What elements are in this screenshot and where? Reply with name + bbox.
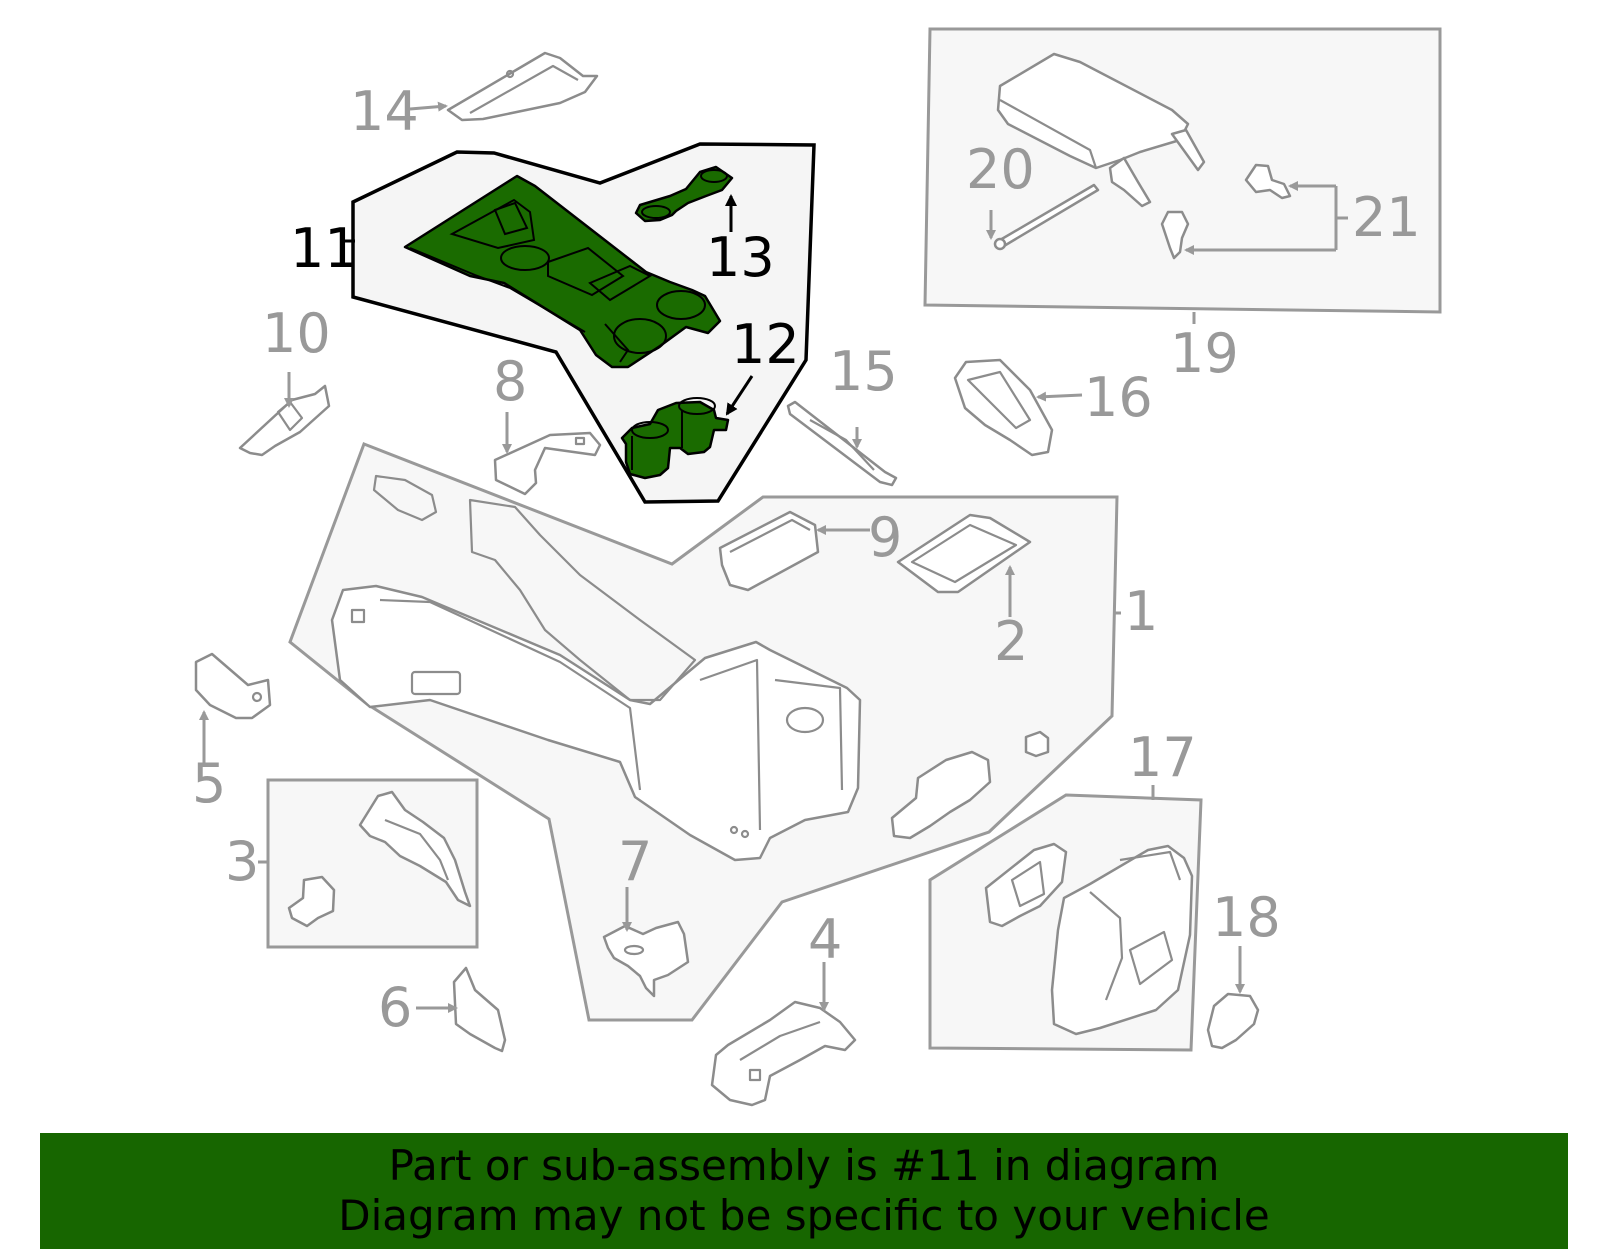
panel-part-6[interactable]	[452, 966, 507, 1053]
banner-line-disclaimer: Diagram may not be specific to your vehi…	[338, 1191, 1270, 1240]
side-trim-part-17[interactable]	[984, 842, 1194, 1036]
bracket-part-5[interactable]	[194, 652, 272, 720]
clip-part-18[interactable]	[1206, 992, 1260, 1050]
callout-12: 12	[731, 313, 800, 376]
cup-holder-mat-part-13[interactable]	[634, 165, 734, 223]
callout-21: 21	[1352, 186, 1421, 249]
info-banner: Part or sub-assembly is #11 in diagram D…	[40, 1133, 1568, 1249]
callout-8: 8	[493, 350, 527, 413]
callout-16: 16	[1084, 366, 1153, 429]
mount-bracket[interactable]	[890, 730, 1050, 840]
callout-14: 14	[350, 80, 419, 143]
console-top-panel-part-11[interactable]	[403, 174, 722, 369]
callout-4: 4	[808, 908, 842, 971]
callout-15: 15	[829, 340, 898, 403]
callout-7: 7	[618, 830, 652, 893]
bracket-part-4[interactable]	[710, 1000, 857, 1107]
callout-13: 13	[706, 226, 775, 289]
callout-9: 9	[868, 506, 902, 569]
callout-17: 17	[1128, 726, 1197, 789]
callout-2: 2	[994, 610, 1028, 673]
mat-part-2[interactable]	[896, 513, 1032, 594]
bracket-part-10[interactable]	[238, 384, 331, 457]
callout-5: 5	[192, 752, 226, 815]
callout-6: 6	[378, 976, 412, 1039]
armrest-part-19[interactable]	[996, 52, 1206, 208]
callout-10: 10	[262, 302, 331, 365]
hardware-part-21[interactable]	[1160, 163, 1292, 260]
storage-bin-part-9[interactable]	[718, 510, 820, 592]
callout-19: 19	[1170, 322, 1239, 385]
banner-line-part-number: Part or sub-assembly is #11 in diagram	[388, 1141, 1220, 1190]
console-body-part-1[interactable]	[330, 474, 862, 862]
brackets-part-3[interactable]	[287, 790, 472, 928]
callout-18: 18	[1212, 886, 1281, 949]
rod-part-15[interactable]	[786, 400, 898, 487]
trim-part-14[interactable]	[446, 51, 599, 122]
callout-20: 20	[966, 138, 1035, 201]
callout-3: 3	[225, 830, 259, 893]
cover-part-16[interactable]	[953, 358, 1054, 457]
callout-11: 11	[290, 217, 359, 280]
bracket-part-7[interactable]	[602, 920, 690, 998]
cup-holder-part-12[interactable]	[620, 397, 730, 480]
rod-part-20[interactable]	[993, 183, 1100, 251]
callout-1: 1	[1124, 580, 1158, 643]
bracket-part-8[interactable]	[493, 431, 602, 496]
